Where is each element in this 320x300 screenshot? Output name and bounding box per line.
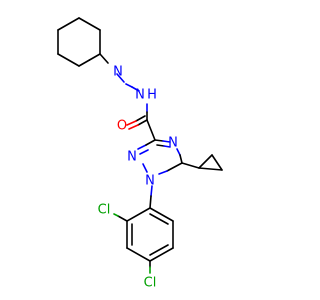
amide-hydrogen-label: H — [147, 88, 157, 103]
c5-n1-a — [166, 162, 183, 172]
n4-c5-b — [179, 154, 183, 164]
n4-c5-a — [176, 148, 181, 156]
co-bond-1a — [137, 119, 148, 126]
cl-ortho-bond-a — [117, 215, 128, 222]
cp-3 — [198, 167, 223, 171]
carbonyl-oxygen-label: O — [117, 119, 127, 134]
n1-n2 — [142, 163, 148, 173]
ph-6 — [149, 207, 174, 222]
cl-ortho-bond-b — [113, 213, 119, 217]
chlorine-para-label: Cl — [144, 276, 157, 291]
pip-bond-n2 — [99, 53, 109, 64]
co-bond-1b — [128, 124, 139, 130]
piperidine-nitrogen-label: N — [113, 65, 123, 80]
cp-2 — [211, 154, 223, 171]
cp-1 — [198, 154, 213, 169]
triazole-n2-label: N — [127, 150, 137, 165]
ph-4 — [149, 247, 174, 262]
pip-bond-5 — [57, 53, 80, 67]
c5-n1-b — [158, 170, 168, 175]
chlorine-ortho-label: Cl — [98, 203, 111, 218]
c-c3-bond — [146, 119, 156, 141]
ph-6d — [149, 213, 169, 225]
pip-bond-n1 — [116, 73, 125, 83]
c3-n4-a — [154, 139, 164, 142]
n2-c3-b — [145, 139, 156, 146]
c3-n4-d-a — [156, 144, 165, 147]
n2-c3-a — [137, 144, 147, 150]
ph-1 — [126, 207, 151, 222]
c5-cp — [181, 162, 200, 169]
c3-n4-d-b — [163, 145, 171, 148]
n1-ph-a — [150, 185, 153, 197]
c3-n4-b — [162, 140, 171, 143]
co-bond-2b — [126, 120, 137, 126]
pip-bond-2 — [78, 17, 101, 31]
triazole-n1-label: N — [145, 174, 155, 189]
co-bond-2a — [135, 115, 146, 122]
triazole-n4-label: N — [168, 136, 178, 151]
pip-bond-6-b — [88, 53, 101, 61]
ph-4d — [149, 244, 169, 256]
pip-bond-6-a — [78, 59, 91, 67]
amide-nitrogen-label: N — [135, 88, 145, 103]
nn-bond-b — [131, 86, 140, 92]
ph-3 — [126, 247, 151, 262]
pip-bond-3 — [57, 17, 80, 31]
n1-ph-b — [149, 195, 152, 209]
nn-bond-a — [125, 83, 133, 88]
n2-c3-d — [139, 149, 149, 155]
